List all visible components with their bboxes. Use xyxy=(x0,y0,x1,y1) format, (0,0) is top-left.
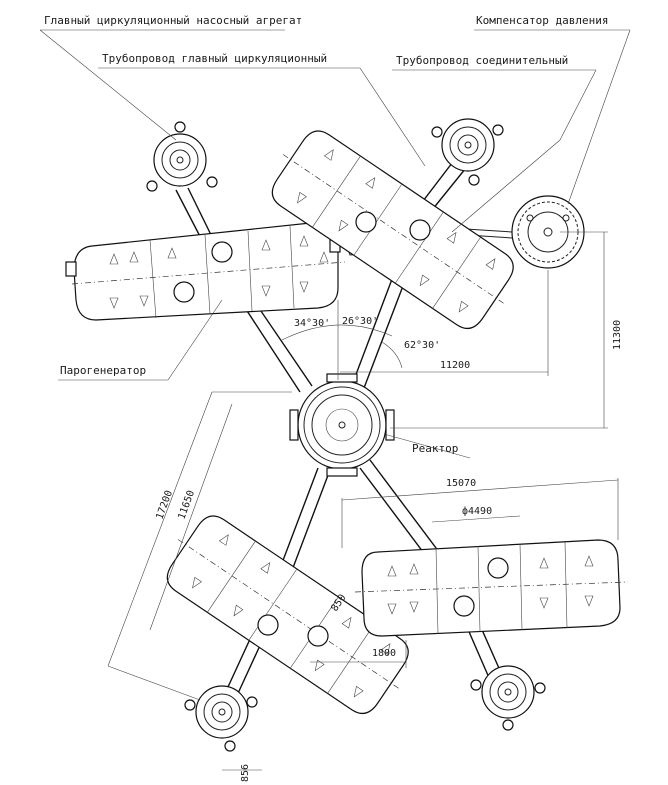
dim-angle-sg: 62°30' xyxy=(404,340,440,351)
label-reactor: Реактор xyxy=(412,442,458,455)
steam-generator-upper-right xyxy=(271,130,514,330)
label-main-pump: Главный циркуляционный насосный агрегат xyxy=(44,14,302,27)
dim-1800: 1800 xyxy=(372,648,396,659)
dim-856: 856 xyxy=(240,764,251,782)
angle-arcs xyxy=(281,300,403,380)
steam-generator-lower-right xyxy=(354,539,629,637)
dim-angle-right: 26°30' xyxy=(342,316,378,327)
label-main-pipe: Трубопровод главный циркуляционный xyxy=(102,52,327,65)
steam-generator-lower-left xyxy=(166,515,409,715)
dim-17200: 17200 xyxy=(154,489,175,521)
pump-bottom-right xyxy=(470,665,546,731)
dim-angle-left: 34°30' xyxy=(294,318,330,329)
dimension-lines xyxy=(107,231,619,771)
leader-lines xyxy=(39,29,631,459)
label-connecting-pipe: Трубопровод соединительный xyxy=(396,54,568,67)
dim-15070: 15070 xyxy=(446,478,476,489)
pump-top-right xyxy=(431,118,504,186)
label-steam-generator: Парогенератор xyxy=(60,364,146,377)
dim-4490: ф4490 xyxy=(462,505,492,517)
pump-bottom-left xyxy=(184,685,258,752)
label-pressurizer: Компенсатор давления xyxy=(476,14,608,27)
dim-11300: 11300 xyxy=(612,320,623,350)
reactor-vessel xyxy=(289,373,395,477)
pump-top-left xyxy=(146,121,218,192)
steam-generator-left xyxy=(65,221,346,321)
dim-11650: 11650 xyxy=(176,489,197,521)
dim-11200: 11200 xyxy=(440,360,470,371)
